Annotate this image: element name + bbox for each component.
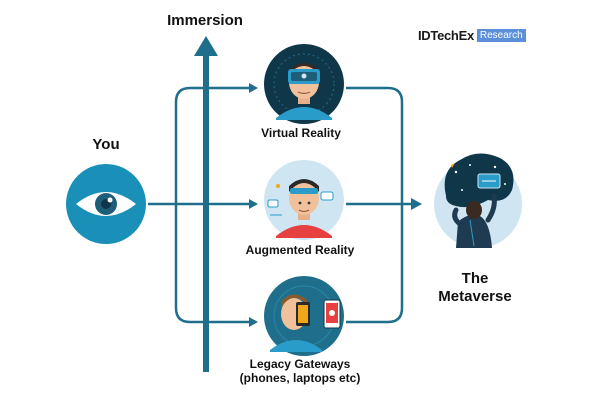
metaverse-icon bbox=[434, 153, 522, 248]
arrow-to-ar bbox=[249, 199, 258, 209]
metaverse-label: The Metaverse bbox=[420, 270, 530, 306]
left-connectors bbox=[148, 86, 250, 324]
legacy-label: Legacy Gateways (phones, laptops etc) bbox=[216, 357, 384, 386]
vr-label: Virtual Reality bbox=[261, 126, 341, 140]
legacy-devices-icon bbox=[264, 276, 344, 356]
arrow-to-legacy bbox=[249, 317, 258, 327]
brand-logo: IDTechEx Research bbox=[418, 27, 526, 43]
legacy-label-line1: Legacy Gateways bbox=[249, 357, 351, 371]
arrow-to-vr bbox=[249, 83, 258, 93]
metaverse-label-line2: Metaverse bbox=[438, 288, 512, 305]
ar-glasses-icon bbox=[264, 160, 344, 240]
you-label: You bbox=[92, 136, 120, 153]
metaverse-label-line1: The bbox=[461, 270, 489, 287]
eye-icon bbox=[66, 164, 146, 244]
brand-name: IDTechEx bbox=[418, 27, 474, 43]
arrow-to-metaverse bbox=[411, 198, 422, 210]
right-connectors bbox=[346, 86, 412, 324]
vr-headset-icon bbox=[264, 44, 344, 124]
legacy-label-line2: (phones, laptops etc) bbox=[239, 371, 361, 386]
immersion-label: Immersion bbox=[167, 12, 243, 29]
immersion-axis bbox=[194, 36, 218, 372]
ar-label: Augmented Reality bbox=[245, 243, 355, 257]
brand-tag: Research bbox=[476, 28, 526, 42]
